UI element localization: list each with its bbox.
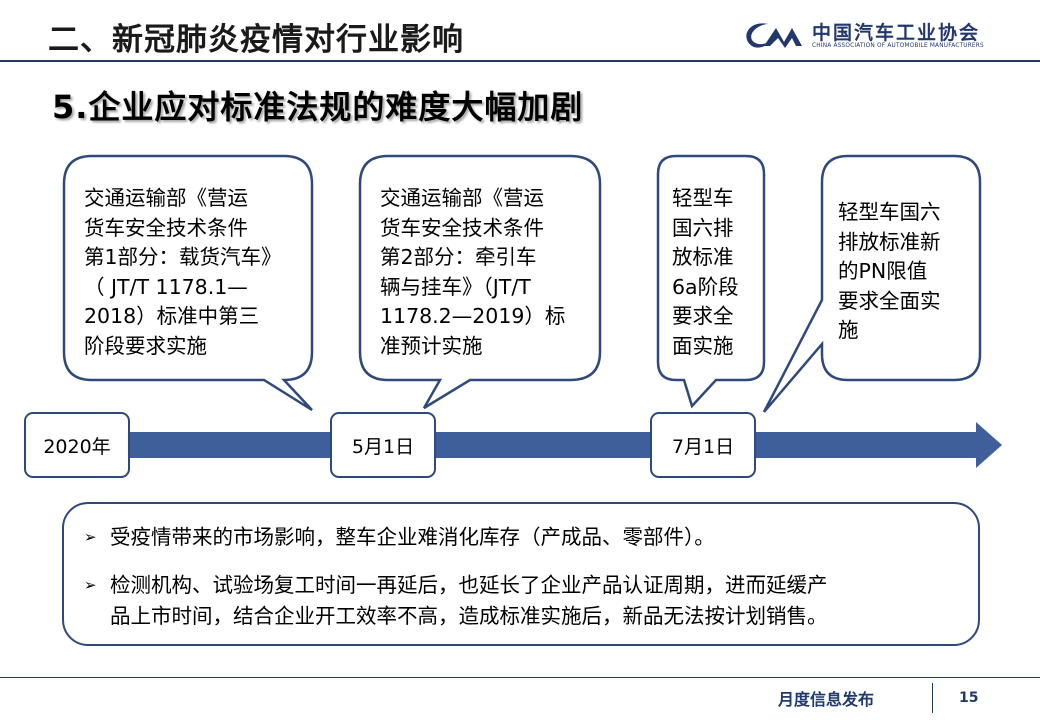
logo-chinese-name: 中国汽车工业协会 [812,22,981,44]
callout-3-line: 国六排 [672,215,734,240]
timeline-point-2020: 2020年 [24,412,130,478]
callout-4-line: 施 [838,318,859,342]
callout-2-line: 货车安全技术条件 [380,215,544,240]
bullet-arrow-icon: ➢ [84,576,97,594]
caam-logo-mark-icon [746,23,802,48]
callout-2-line: 准预计实施 [380,333,483,358]
note-2-text-line-2: 品上市时间，结合企业开工效率不高，造成标准实施后，新品无法按计划销售。 [110,604,828,628]
slide-subtitle: 5.企业应对标准法规的难度大幅加剧 [52,88,584,126]
callout-4-line: 排放标准新 [838,229,941,254]
timeline-point-jul-1: 7月1日 [650,412,756,478]
callout-3-line: 放标准 [672,245,734,269]
notes-box: ➢ 受疫情带来的市场影响，整车企业难消化库存（产成品、零部件）。 ➢ 检测机构、… [62,502,980,646]
callout-2-line: 第2部分：牵引车 [380,245,537,269]
note-1-text: 受疫情带来的市场影响，整车企业难消化库存（产成品、零部件）。 [110,525,715,549]
callout-bubble-1 [62,154,314,412]
caam-logo: 中国汽车工业协会 CHINA ASSOCIATION OF AUTOMOBILE… [738,18,998,54]
callout-bubble-3 [656,154,766,409]
callout-4-line: 的PN限值 [838,259,928,283]
callout-3-line: 面实施 [672,333,734,358]
bullet-arrow-icon: ➢ [84,528,97,546]
logo-english-name: CHINA ASSOCIATION OF AUTOMOBILE MANUFACT… [812,43,984,49]
callout-2-line: 交通运输部《营运 [380,186,544,210]
page-header-title: 二、新冠肺炎疫情对行业影响 [48,22,464,58]
callout-2-line: 1178.2—2019）标 [380,304,566,328]
callout-1-line: 第1部分：载货汽车》 [84,245,282,269]
callout-4-line: 轻型车国六 [838,200,941,224]
timeline-bar [128,432,978,458]
callout-1-line: 交通运输部《营运 [84,186,248,210]
callout-3-line: 轻型车 [672,186,734,210]
callout-2-line: 辆与挂车》（JT/T [380,274,531,299]
page-number: 15 [959,690,979,706]
timeline-point-may-1: 5月1日 [330,412,436,478]
footer-divider [0,677,1040,678]
callout-1-line: 货车安全技术条件 [84,215,248,240]
callout-bubble-4 [762,154,982,413]
timeline-arrowhead [976,422,1002,468]
callout-text-2: 交通运输部《营运 货车安全技术条件 第2部分：牵引车 辆与挂车》（JT/T 11… [380,184,592,361]
footer-separator [932,683,933,713]
callout-text-4: 轻型车国六 排放标准新 的PN限值 要求全面实 施 [838,198,970,346]
callout-text-3: 轻型车 国六排 放标准 6a阶段 要求全 面实施 [672,184,754,361]
callout-1-line: 阶段要求实施 [84,333,207,358]
callout-bubble-2 [358,154,602,410]
callout-4-line: 要求全面实 [838,288,941,313]
callout-3-line: 6a阶段 [672,274,739,299]
callout-1-line: 2018）标准中第三 [84,304,260,328]
header-divider [0,60,1040,62]
footer-label: 月度信息发布 [778,690,875,709]
callout-1-line: （ JT/T 1178.1— [84,274,248,299]
note-2-text-line-1: 检测机构、试验场复工时间一再延后，也延长了企业产品认证周期，进而延缓产 [110,573,828,597]
callout-3-line: 要求全 [672,304,734,328]
callout-text-1: 交通运输部《营运 货车安全技术条件 第1部分：载货汽车》 （ JT/T 1178… [84,184,294,361]
